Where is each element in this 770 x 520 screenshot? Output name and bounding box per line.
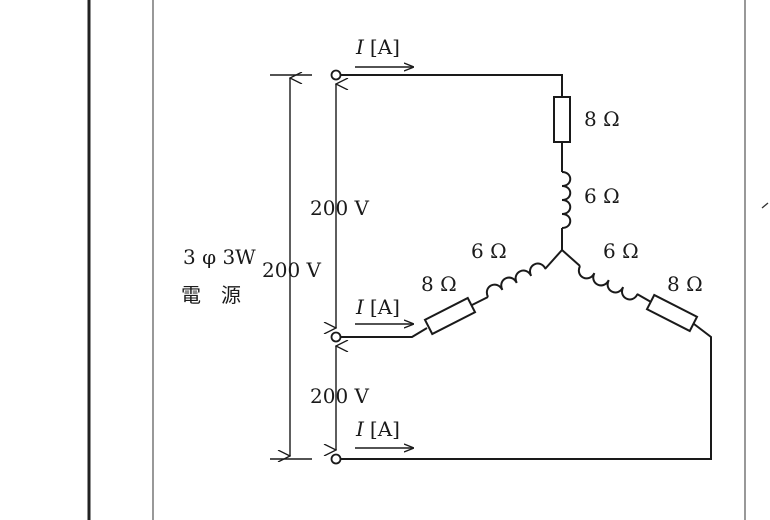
terminal-2	[330, 331, 342, 343]
inductor-top	[561, 171, 572, 229]
current-label-1: I[A]	[355, 35, 400, 59]
inductor-right-label: 6 Ω	[603, 239, 639, 263]
wire-right-mid	[636, 293, 652, 303]
resistor-left-label: 8 Ω	[421, 272, 457, 296]
resistor-top	[553, 96, 571, 143]
resistor-right-label: 8 Ω	[667, 272, 703, 296]
current-label-2: I[A]	[355, 295, 400, 319]
terminal-3	[330, 453, 342, 465]
wire-left-mid	[471, 296, 489, 306]
inductor-left-label: 6 Ω	[471, 239, 507, 263]
terminal-1	[330, 69, 342, 81]
source-system-label: 3 φ 3W	[183, 245, 256, 269]
voltage-23-label: 200 V	[310, 384, 370, 408]
wire-top	[341, 74, 563, 97]
resistor-left	[423, 296, 477, 336]
inductor-left	[485, 262, 547, 298]
resistor-right	[645, 293, 699, 333]
resistor-top-label: 8 Ω	[584, 107, 620, 131]
current-label-3: I[A]	[355, 417, 400, 441]
wire-middle	[341, 327, 428, 338]
source-voltage-label: 200 V	[262, 258, 322, 282]
wire-left-to-neutral	[544, 249, 563, 270]
wire-bottom	[341, 323, 712, 460]
source-name-label: 電 源	[181, 283, 241, 307]
inductor-top-label: 6 Ω	[584, 184, 620, 208]
inductor-right	[577, 265, 639, 301]
wire-right-from-neutral	[561, 249, 581, 267]
page-edge-mark	[761, 202, 769, 209]
voltage-12-label: 200 V	[310, 196, 370, 220]
